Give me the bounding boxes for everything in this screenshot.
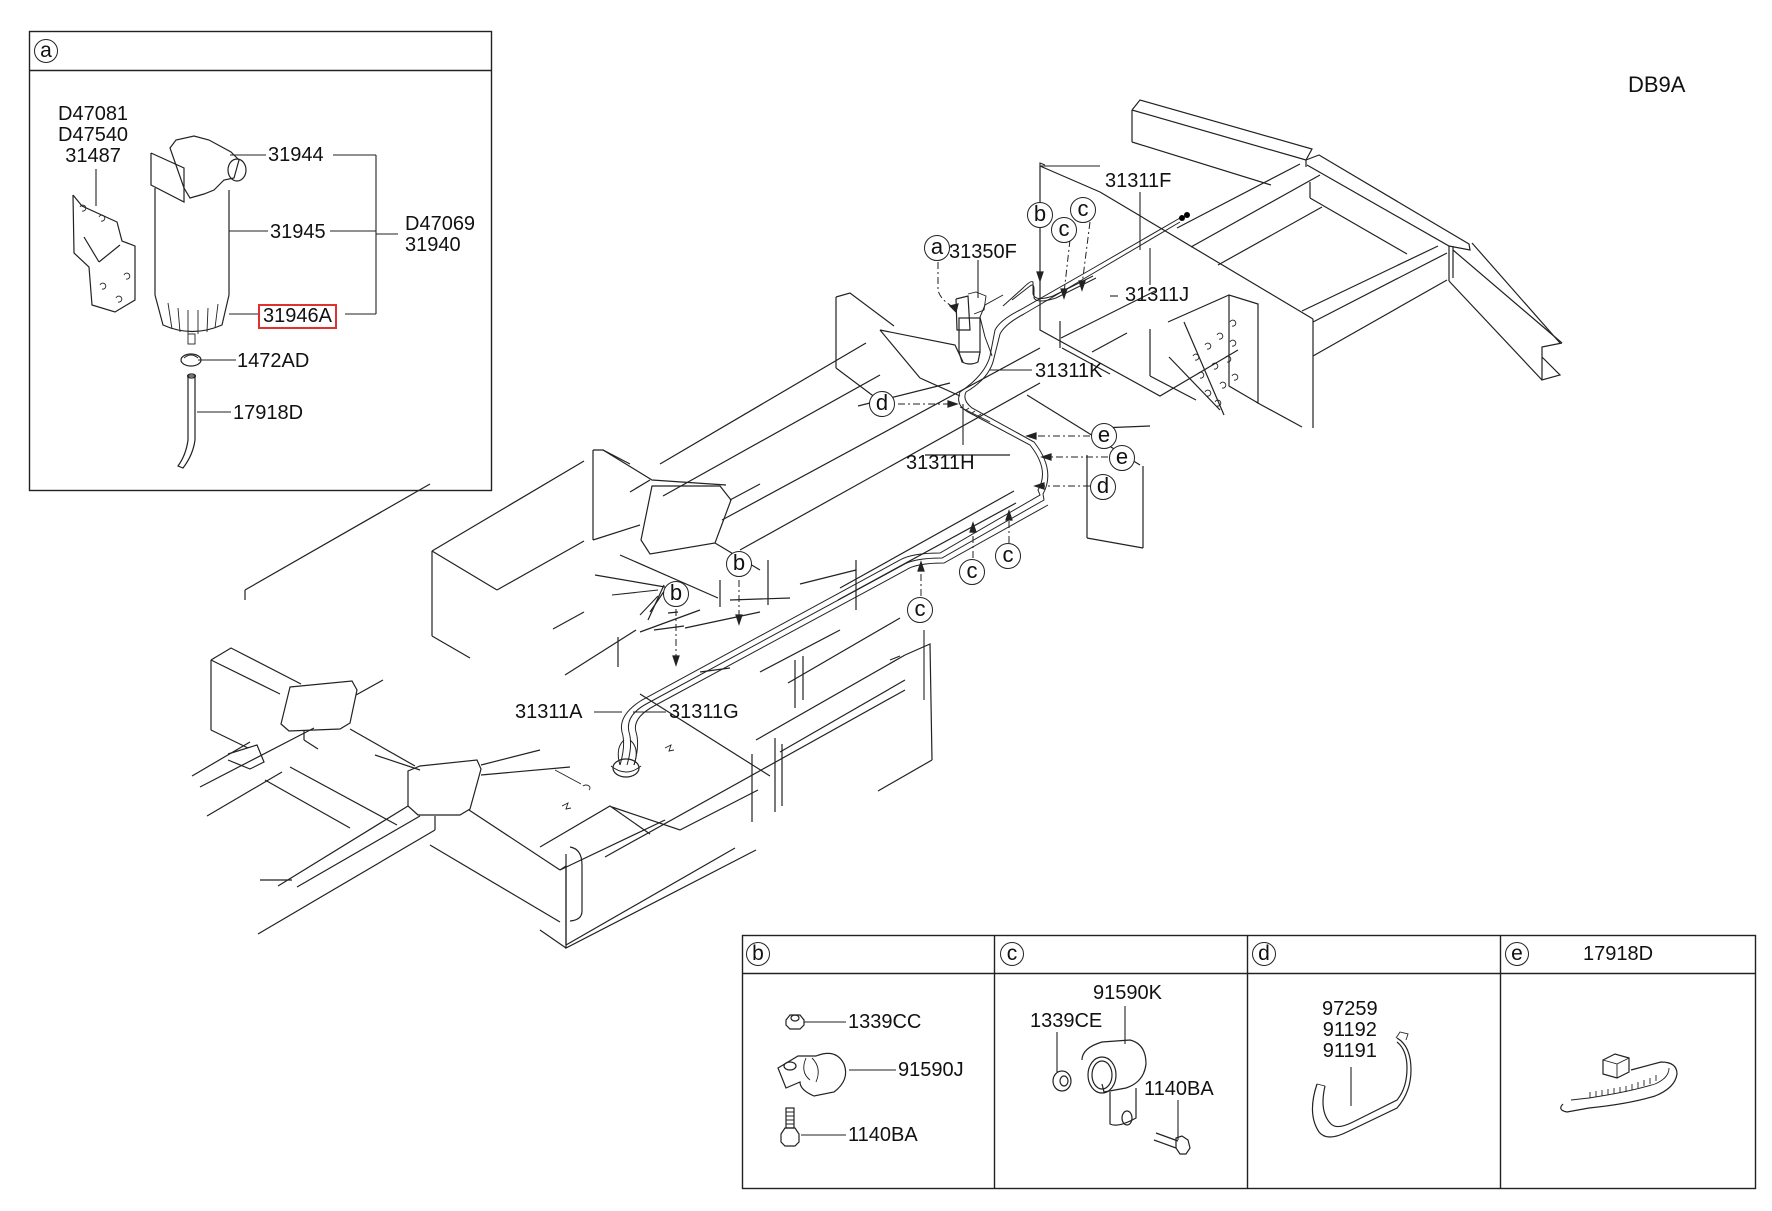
callout-c[interactable]: c	[1051, 217, 1077, 243]
callout-c[interactable]: c	[907, 597, 933, 623]
assembly-part-numbers: D47069 31940	[405, 214, 475, 256]
part-label-31350f: 31350F	[949, 241, 1017, 263]
part-label-91590k: 91590K	[1093, 982, 1162, 1004]
main-leader-lines	[594, 162, 1151, 713]
callout-e[interactable]: e	[1091, 423, 1117, 449]
fuel-lines-drawing	[619, 212, 1190, 766]
callout-a[interactable]: a	[924, 235, 950, 261]
callout-d[interactable]: d	[869, 391, 895, 417]
part-label-31311h: 31311H	[906, 452, 975, 474]
part-label-91590j: 91590J	[898, 1059, 964, 1081]
fuel-filter-assembly-small	[955, 291, 987, 365]
part-c-drawings	[1052, 1006, 1191, 1155]
callout-e[interactable]: e	[1109, 445, 1135, 471]
chassis-frame-drawing	[191, 99, 1563, 949]
part-e-drawings	[1560, 1053, 1678, 1113]
part-label-91191: 91191	[1322, 1040, 1377, 1062]
part-label-1140ba: 1140BA	[848, 1124, 918, 1146]
part-label-1472ad: 1472AD	[237, 350, 310, 372]
part-d-drawings	[1311, 1031, 1412, 1138]
part-d-numbers: 97259 91192 91191	[1322, 999, 1378, 1062]
table-col-e-header-label: 17918D	[1583, 943, 1654, 965]
table-col-e-callout: e	[1505, 942, 1529, 966]
table-col-d-callout: d	[1252, 942, 1276, 966]
fuel-filter-drawing	[150, 135, 247, 345]
part-label-97259: 97259	[1322, 998, 1378, 1020]
part-label-17918d: 17918D	[233, 402, 304, 424]
part-label-31311j: 31311J	[1125, 284, 1190, 306]
parts-table-grid	[741, 934, 1757, 1190]
part-label-31944: 31944	[268, 144, 324, 166]
hose-17918d-drawing	[177, 373, 197, 469]
part-label-31946a-highlighted[interactable]: 31946A	[258, 304, 337, 329]
part-label-91192: 91192	[1322, 1019, 1377, 1041]
table-col-c-callout: c	[1000, 942, 1024, 966]
assembly-part-number: 31940	[405, 234, 461, 256]
part-label-1339cc: 1339CC	[848, 1011, 922, 1033]
part-label-1140ba: 1140BA	[1144, 1078, 1214, 1100]
callout-b[interactable]: b	[663, 581, 689, 607]
callout-d[interactable]: d	[1090, 474, 1116, 500]
callout-c[interactable]: c	[1070, 197, 1096, 223]
assembly-part-number: D47069	[405, 213, 476, 235]
table-col-b-callout: b	[746, 942, 770, 966]
bracket-part-number: 31487	[65, 145, 121, 167]
diagram-code: DB9A	[1628, 72, 1686, 97]
part-b-drawings	[777, 1014, 896, 1147]
callout-b[interactable]: b	[1027, 202, 1053, 228]
mounting-bracket-drawing	[72, 169, 136, 313]
callout-c[interactable]: c	[959, 559, 985, 585]
part-label-31311f: 31311F	[1105, 170, 1172, 192]
bracket-part-numbers: D47081 D47540 31487	[58, 104, 128, 167]
fuel-sender-drawing	[554, 739, 675, 810]
callout-b[interactable]: b	[726, 551, 752, 577]
part-label-31311g: 31311G	[669, 701, 739, 723]
inset-leader-lines	[197, 154, 398, 413]
bracket-part-number: D47540	[58, 124, 129, 146]
inset-a-callout: a	[34, 39, 58, 63]
bracket-part-number: D47081	[58, 103, 129, 125]
part-label-31311k: 31311K	[1035, 360, 1103, 382]
callout-c[interactable]: c	[995, 543, 1021, 569]
inset-a-frame	[28, 30, 493, 492]
part-label-1339ce: 1339CE	[1030, 1010, 1103, 1032]
part-label-31945: 31945	[270, 221, 326, 243]
part-label-31311a: 31311A	[515, 701, 583, 723]
